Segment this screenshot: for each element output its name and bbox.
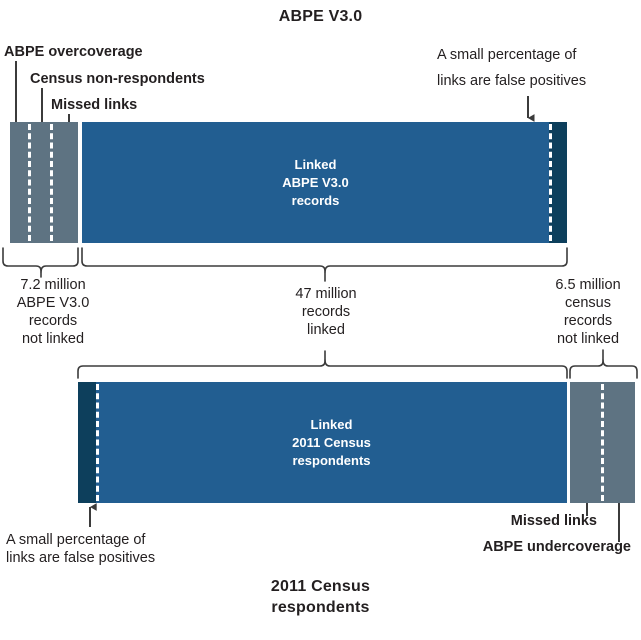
- callout-abpe-undercoverage: ABPE undercoverage: [482, 539, 631, 555]
- label-right-not-linked: 6.5 million census records not linked: [535, 276, 641, 348]
- bracket-census-not-linked: [569, 349, 638, 379]
- divider-missed-links-bottom: [601, 384, 604, 501]
- bracket-abpe-not-linked: [2, 247, 79, 278]
- page-title-top: ABPE V3.0: [278, 8, 363, 25]
- leader-line-abpe-undercoverage: [618, 503, 620, 542]
- divider-abpe-overcoverage: [28, 124, 31, 241]
- label-left-not-linked: 7.2 million ABPE V3.0 records not linked: [0, 276, 106, 348]
- top-bar-unlinked-abpe-block: [10, 122, 78, 243]
- label-left-line2: ABPE V3.0: [16, 295, 90, 311]
- divider-false-positives-top: [549, 124, 552, 241]
- segment-abpe-not-linked: [10, 122, 78, 243]
- callout-abpe-overcoverage: ABPE overcoverage: [4, 44, 143, 60]
- label-right-line1: 6.5 million: [555, 277, 621, 293]
- bottom-bar-unlinked-census-block: [570, 382, 635, 503]
- callout-missed-links-bottom: Missed links: [510, 513, 597, 529]
- callout-census-non-respondents: Census non-respondents: [30, 71, 205, 87]
- segment-linked-census-respondents: [96, 382, 567, 503]
- label-left-line3: records: [28, 313, 78, 329]
- divider-census-non-respondents: [50, 124, 53, 241]
- callout-false-positives-bottom-line2: links are false positives: [6, 550, 156, 566]
- leader-line-missed-links-top: [68, 114, 70, 122]
- bracket-census-linked: [77, 350, 568, 379]
- label-center-linked: 47 million records linked: [246, 285, 406, 339]
- label-center-line1: 47 million: [295, 286, 357, 302]
- segment-linked-abpe-records: [82, 122, 549, 243]
- page-title-bottom-line2: respondents: [271, 599, 370, 616]
- callout-false-positives-bottom-line1: A small percentage of: [6, 532, 146, 548]
- callout-false-positives-top-line2: links are false positives: [437, 73, 587, 89]
- page-title-bottom: 2011 Census respondents: [0, 576, 641, 618]
- label-center-line3: linked: [307, 322, 345, 338]
- divider-false-positives-bottom: [96, 384, 99, 501]
- label-right-line3: records: [563, 313, 613, 329]
- leader-line-abpe-overcoverage: [15, 61, 17, 122]
- page-title-bottom-line1: 2011 Census: [270, 578, 371, 595]
- label-right-line2: census: [565, 295, 611, 311]
- callout-false-positives-top-line1: A small percentage of: [437, 47, 577, 63]
- label-left-line1: 7.2 million: [20, 277, 86, 293]
- callout-missed-links-top: Missed links: [51, 97, 138, 113]
- bracket-records-linked: [81, 247, 568, 282]
- leader-line-missed-links-bottom: [586, 503, 588, 516]
- segment-false-positives-top: [549, 122, 567, 243]
- label-left-line4: not linked: [21, 331, 85, 347]
- label-right-line4: not linked: [556, 331, 620, 347]
- leader-line-census-non-respondents: [41, 88, 43, 122]
- segment-false-positives-bottom: [78, 382, 96, 503]
- label-center-line2: records: [301, 304, 351, 320]
